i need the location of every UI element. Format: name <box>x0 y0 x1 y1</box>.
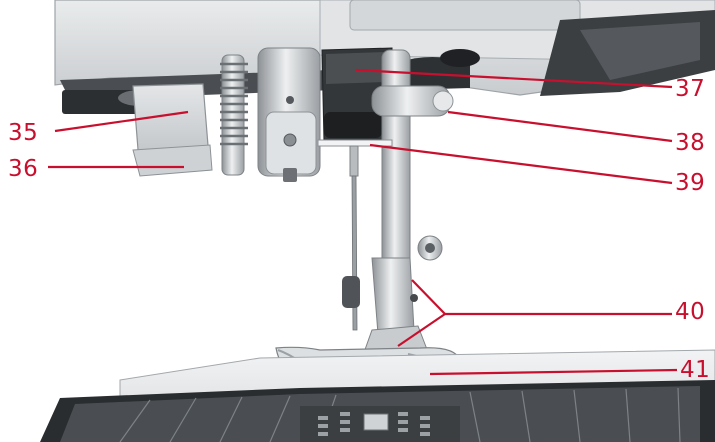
callout-38: 38 <box>675 130 706 156</box>
leader-line-40a <box>411 279 446 315</box>
leader-line-39 <box>369 143 673 185</box>
leader-line-35 <box>54 110 189 133</box>
callout-40: 40 <box>675 299 706 325</box>
machine-bed <box>40 349 715 442</box>
presser-bar-housing <box>132 47 321 182</box>
callout-35: 35 <box>8 120 39 146</box>
callout-37: 37 <box>675 76 706 102</box>
leader-line-38 <box>447 110 673 143</box>
leader-line-37 <box>355 68 673 89</box>
callout-41: 41 <box>680 357 711 383</box>
leader-line-40b <box>397 313 446 347</box>
leader-lines <box>48 68 678 376</box>
callout-39: 39 <box>675 170 706 196</box>
callout-36: 36 <box>8 156 39 182</box>
leader-line-41 <box>429 368 678 376</box>
